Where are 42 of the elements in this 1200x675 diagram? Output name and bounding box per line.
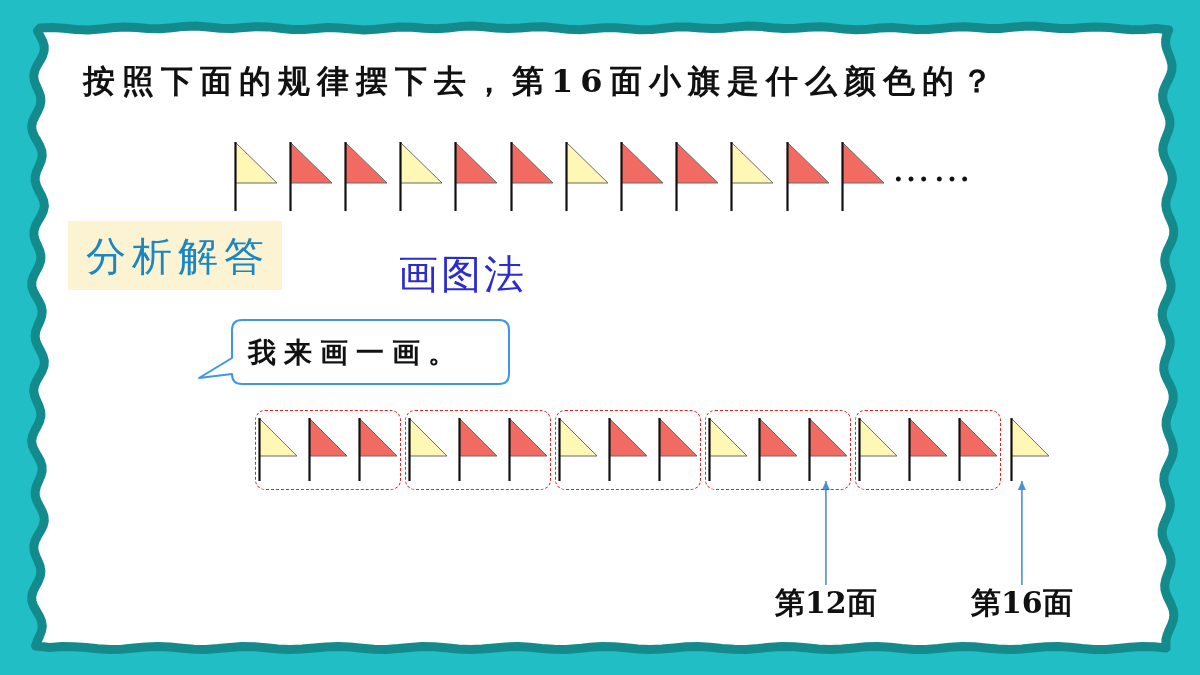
ellipsis: …… (892, 149, 974, 187)
flag-label: 第16面 (971, 585, 1073, 621)
flag-icon (564, 142, 609, 211)
heading-box: 分析解答 (68, 221, 282, 290)
flag-icon (675, 142, 720, 211)
arrow (1017, 480, 1026, 586)
flag-icon (288, 142, 333, 211)
flag-icon (233, 142, 278, 211)
flag-icon (757, 418, 798, 481)
flag-icon (957, 418, 998, 481)
flag-icon (619, 142, 664, 211)
flag-icon (857, 418, 898, 481)
dashed-group-box (855, 410, 1001, 490)
dashed-group-box (405, 410, 551, 490)
flag-icon (907, 418, 948, 481)
question-title: 按照下面的规律摆下去，第16面小旗是什么颜色的？ (83, 62, 1000, 101)
flag-icon (840, 142, 885, 211)
flag-icon (407, 418, 448, 481)
flag-icon (607, 418, 648, 481)
flag-icon (257, 418, 298, 481)
flag-icon (357, 418, 398, 481)
flag-icon (730, 142, 775, 211)
flag-icon (807, 418, 848, 481)
flag-label: 第12面 (775, 585, 877, 621)
flag-icon (509, 142, 554, 211)
speech-bubble: 我来画一画。 (198, 319, 511, 386)
arrow (821, 480, 830, 586)
dashed-group-box (555, 410, 701, 490)
flag-icon (457, 418, 498, 481)
flag-icon (707, 418, 748, 481)
flag-icon (507, 418, 548, 481)
flag-icon (785, 142, 830, 211)
flag-icon (1009, 418, 1050, 481)
flag-icon (657, 418, 698, 481)
flag-icon (343, 142, 388, 211)
dashed-group-box (705, 410, 851, 490)
flag-icon (557, 418, 598, 481)
dashed-group-box (255, 410, 401, 490)
flag-icon (454, 142, 499, 211)
flag-icon (399, 142, 444, 211)
subheading: 画图法 (398, 250, 527, 298)
flag-icon (307, 418, 348, 481)
